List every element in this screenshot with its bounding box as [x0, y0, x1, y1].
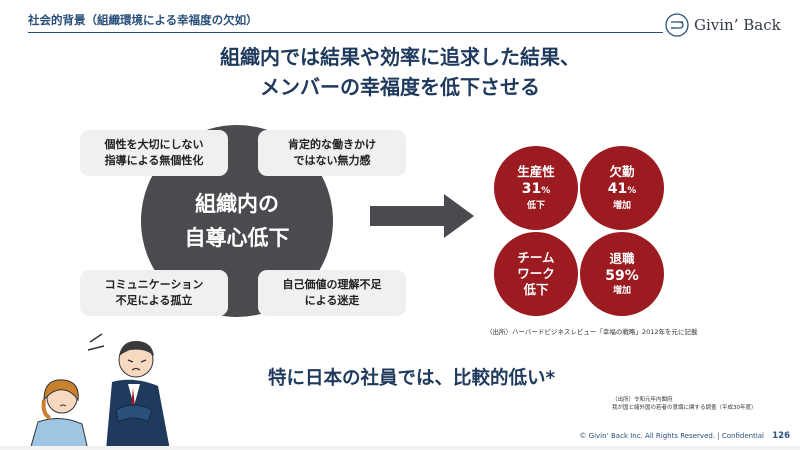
stat-change: 増加	[612, 286, 631, 296]
footer-separator: |	[717, 432, 722, 440]
source-note-line: （出所）令和元年内閣府	[612, 397, 673, 403]
page-number: 126	[772, 431, 790, 441]
cause-text: ではない無力感	[293, 154, 371, 167]
cause-text: 指導による無個性化	[104, 154, 204, 167]
source-note-hbr: （出所）ハーバードビジネスレビュー「幸福の戦略」2012年を元に記載	[486, 328, 698, 336]
stat-label-line: 低下	[523, 282, 549, 297]
bottom-border	[0, 446, 800, 450]
footer-copyright: © Givin’ Back Inc. All Rights Reserved.	[579, 432, 716, 440]
cause-box-bottom-left: コミュニケーション 不足による孤立	[80, 270, 228, 316]
center-text-line-2: 自尊心低下	[184, 226, 290, 250]
cause-text: 個性を大切にしない	[104, 138, 204, 151]
stat-value-wrap: 31%	[522, 180, 551, 200]
cause-text: 不足による孤立	[115, 294, 193, 307]
stat-turnover: 退職 59% 増加	[580, 232, 664, 316]
givin-back-logo-icon	[665, 13, 689, 37]
bottom-message: 特に日本の社員では、比較的低い*	[268, 368, 556, 389]
headline-line-1: 組織内では結果や効率に追求した結果、	[220, 45, 580, 69]
cause-text: 自己価値の理解不足	[282, 278, 382, 291]
cause-box-top-right: 肯定的な働きかけ ではない無力感	[258, 130, 406, 176]
stat-absence: 欠勤 41% 増加	[580, 146, 664, 230]
stat-change: 増加	[612, 201, 631, 211]
logo-text: Givin’ Back	[694, 16, 781, 34]
cause-text: 肯定的な働きかけ	[288, 138, 376, 151]
stat-teamwork: チーム ワーク 低下	[494, 232, 578, 316]
cause-box-top-left: 個性を大切にしない 指導による無個性化	[80, 130, 228, 176]
section-title: 社会的背景（組織環境による幸福度の欠如）	[28, 13, 258, 27]
headline: 組織内では結果や効率に追求した結果、 メンバーの幸福度を低下させる	[0, 42, 800, 102]
center-text-line-1: 組織内の	[195, 192, 279, 216]
stat-value: 41	[607, 181, 628, 197]
company-logo: Givin’ Back	[664, 12, 784, 38]
cause-text: による迷走	[304, 294, 360, 307]
cause-text: コミュニケーション	[104, 278, 204, 291]
stat-label-line: チーム	[517, 250, 555, 265]
right-arrow-icon	[370, 194, 474, 238]
header-divider	[28, 32, 663, 33]
headline-line-2: メンバーの幸福度を低下させる	[260, 75, 540, 99]
stat-value: 31	[521, 181, 542, 197]
stat-change: 低下	[526, 201, 545, 211]
source-note-cabinet: （出所）令和元年内閣府 我が国と諸外国の若者の意識に関する調査（平成30年度）	[612, 396, 757, 412]
stat-value: 59%	[605, 268, 639, 284]
stat-value-wrap: 41%	[608, 180, 637, 200]
stat-label: 退職	[609, 251, 635, 266]
stat-label: 生産性	[517, 164, 555, 179]
stat-unit: %	[541, 186, 551, 196]
cause-box-bottom-right: 自己価値の理解不足 による迷走	[258, 270, 406, 316]
stat-label-line: ワーク	[517, 266, 555, 281]
source-note-line: 我が国と諸外国の若者の意識に関する調査（平成30年度）	[612, 405, 757, 411]
stat-unit: %	[627, 186, 637, 196]
footer-confidential: Confidential	[721, 432, 765, 440]
footer: © Givin’ Back Inc. All Rights Reserved. …	[560, 431, 790, 441]
frustrated-people-illustration	[30, 333, 170, 450]
stat-label: 欠勤	[609, 164, 635, 179]
stat-productivity: 生産性 31% 低下	[494, 146, 578, 230]
